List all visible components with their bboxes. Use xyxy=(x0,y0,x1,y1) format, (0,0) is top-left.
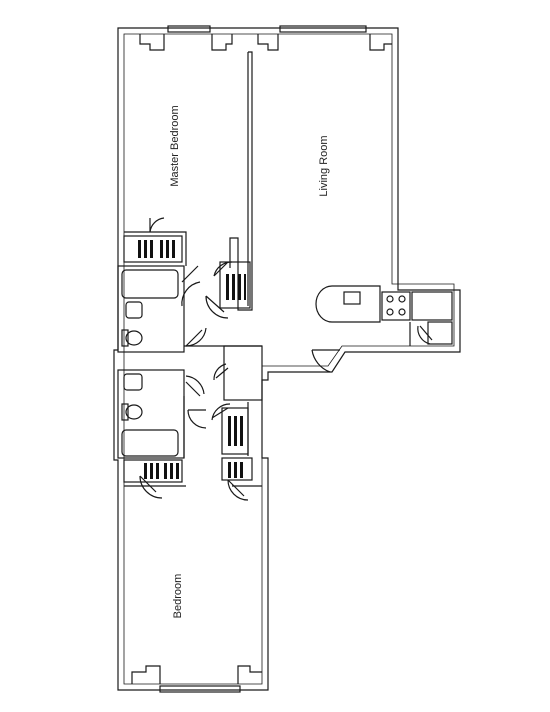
burner xyxy=(398,308,406,316)
closet-bars xyxy=(138,240,246,479)
burner xyxy=(398,295,406,303)
column-notch xyxy=(369,34,392,51)
kitchen-counter xyxy=(315,285,381,323)
master-closet xyxy=(123,235,183,263)
door-swing xyxy=(139,475,163,499)
column-notch xyxy=(131,665,161,684)
window-top-right xyxy=(279,25,367,33)
column-notch xyxy=(211,34,233,51)
door-swing xyxy=(205,295,229,319)
door-swing xyxy=(227,479,249,501)
room-label-master-bedroom: Master Bedroom xyxy=(169,105,181,187)
burner xyxy=(386,308,394,316)
bathtub xyxy=(121,429,179,457)
refrigerator xyxy=(427,321,453,345)
hall-wall xyxy=(183,345,262,458)
column-notch xyxy=(237,665,262,684)
door-swing xyxy=(149,217,165,233)
toilet-tank xyxy=(121,403,129,421)
door-swing xyxy=(181,265,201,307)
burner xyxy=(386,295,394,303)
hall-closet xyxy=(219,261,251,309)
window-bottom xyxy=(159,685,241,693)
toilet xyxy=(125,404,143,420)
hall-closet xyxy=(221,457,253,481)
column-notch xyxy=(139,34,165,51)
bathtub xyxy=(121,269,179,299)
sink xyxy=(125,301,143,319)
sink xyxy=(123,373,143,391)
bedroom-closet xyxy=(123,459,183,483)
door-swing xyxy=(185,327,207,347)
kitchen-sink xyxy=(343,291,361,305)
entry-door-swing xyxy=(311,349,340,373)
master-bath xyxy=(117,265,185,353)
room-label-bedroom: Bedroom xyxy=(172,573,184,619)
entry-closet xyxy=(223,345,263,401)
door-swing xyxy=(213,363,229,381)
door-swing xyxy=(417,325,433,345)
door-swing xyxy=(185,375,205,397)
door-swing xyxy=(187,409,207,429)
door-swing xyxy=(211,403,231,421)
toilet-tank xyxy=(121,329,129,347)
toilet xyxy=(125,330,143,346)
master-bedroom-wall xyxy=(124,51,253,311)
stove xyxy=(381,291,411,321)
column-notch xyxy=(257,34,279,51)
outer-wall xyxy=(113,27,461,691)
room-label-living-room: Living Room xyxy=(318,135,330,197)
inner-wall xyxy=(123,33,455,685)
kitchen-counter-right xyxy=(411,291,453,321)
window-top-left xyxy=(167,25,211,33)
door-swing xyxy=(213,261,233,277)
